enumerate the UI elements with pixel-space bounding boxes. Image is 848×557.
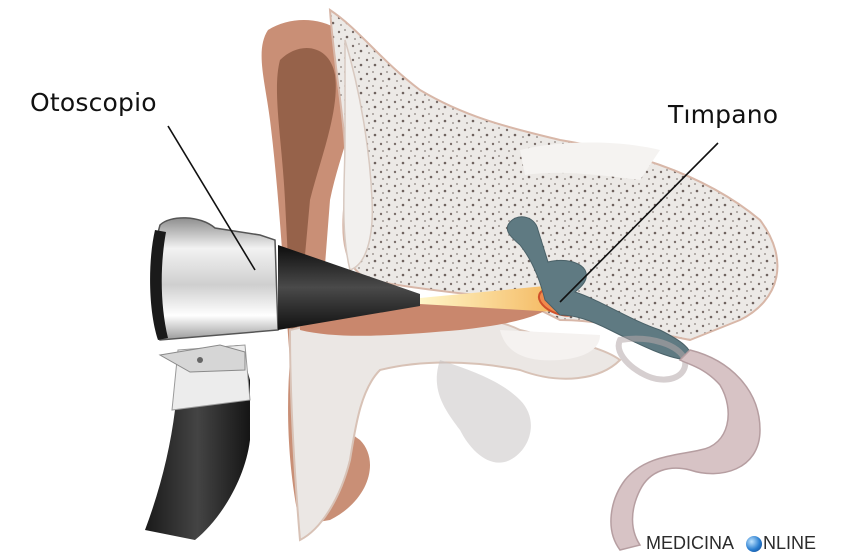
otoscopio-leader-line [167, 125, 256, 271]
otoscope-head [151, 217, 279, 341]
otoscope-speculum [278, 245, 420, 330]
globe-icon [746, 535, 763, 552]
label-timpano: Tımpano [668, 100, 779, 129]
temporal-bone [328, 8, 779, 342]
watermark-left-text: MEDICINA [646, 533, 735, 553]
watermark: MEDICINA NLINE [646, 533, 816, 554]
inner-structures [436, 335, 689, 463]
light-beam [420, 286, 556, 312]
otoscope [145, 217, 420, 540]
watermark-right-text: NLINE [763, 533, 817, 553]
eustachian-tube [610, 349, 761, 551]
timpano-leader-line [559, 142, 719, 303]
label-otoscopio: Otoscopio [30, 88, 157, 117]
lower-bone [288, 310, 622, 542]
